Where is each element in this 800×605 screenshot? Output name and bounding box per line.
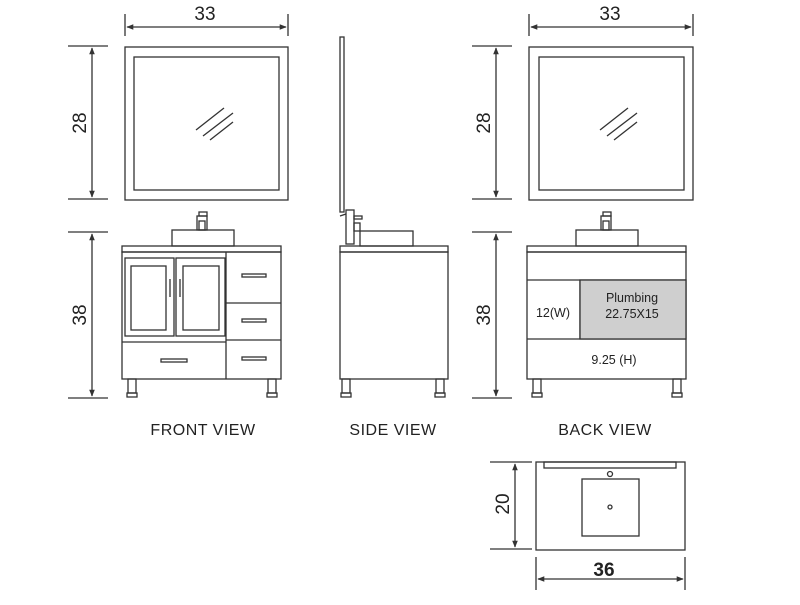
back-width-label: 33 <box>599 4 620 25</box>
back-mirror <box>528 46 694 201</box>
front-width-label: 33 <box>194 4 215 25</box>
top-width-label: 36 <box>593 560 614 581</box>
plumbing-title: Plumbing <box>606 291 658 305</box>
side-view-label: SIDE VIEW <box>349 422 437 439</box>
back-cabinet-height-dimension <box>472 231 512 399</box>
top-width-dimension <box>535 557 686 590</box>
top-view <box>490 461 686 590</box>
front-mirror-height-label: 28 <box>70 112 91 133</box>
side-faucet <box>339 209 363 245</box>
front-view <box>68 14 289 399</box>
top-depth-dimension <box>490 461 532 550</box>
back-view-label: BACK VIEW <box>558 422 652 439</box>
front-cabinet-height-dimension <box>68 231 108 399</box>
back-width-dimension <box>528 14 694 36</box>
front-cabinet-height-label: 38 <box>70 304 91 325</box>
front-mirror <box>124 46 289 201</box>
side-mirror <box>339 36 345 213</box>
back-mirror-height-label: 28 <box>474 112 495 133</box>
front-width-dimension <box>124 14 289 36</box>
side-view <box>339 36 449 398</box>
back-cabinet <box>526 245 687 398</box>
top-countertop <box>535 461 686 551</box>
back-view <box>472 14 694 399</box>
front-cabinet <box>121 245 282 398</box>
side-cabinet <box>339 245 449 398</box>
plumbing-size: 22.75X15 <box>605 307 659 321</box>
front-mirror-height-dimension <box>68 45 108 200</box>
bottom-height-note: 9.25 (H) <box>591 353 636 367</box>
side-sink <box>359 230 414 247</box>
back-cabinet-height-label: 38 <box>474 304 495 325</box>
front-view-label: FRONT VIEW <box>150 422 256 439</box>
top-depth-label: 20 <box>493 493 514 514</box>
top-sink-basin <box>581 478 640 537</box>
front-sink-faucet <box>171 211 235 247</box>
left-width-note: 12(W) <box>536 306 570 320</box>
back-mirror-height-dimension <box>472 45 512 200</box>
plumbing-area <box>579 279 687 340</box>
back-sink-faucet <box>575 211 639 247</box>
